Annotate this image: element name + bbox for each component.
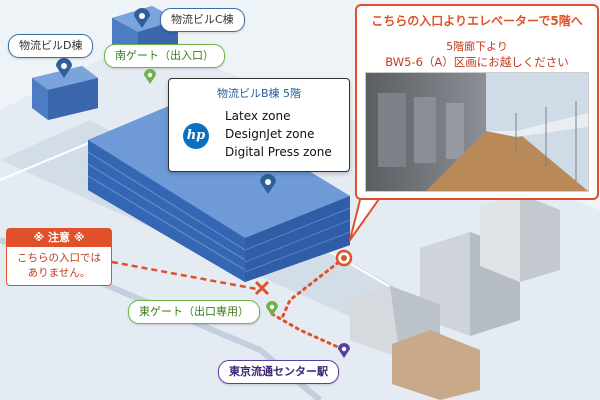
- entrance-callout: こちらの入口よりエレベーターで5階へ 5階廊下より BW5-6（A）区画にお越し…: [355, 4, 599, 200]
- map-pin-icon: [338, 343, 350, 358]
- map-pin-icon: [144, 69, 156, 84]
- floor-info-box: 物流ビルB棟 5階 hp Latex zone DesignJet zone D…: [168, 78, 350, 172]
- east-gate-label: 東ゲート（出口専用）: [128, 300, 260, 324]
- building-d: [32, 66, 98, 120]
- route-line-upper: [280, 256, 346, 320]
- hp-logo-icon: hp: [183, 123, 209, 149]
- notice-line-1: こちらの入口では: [17, 252, 101, 264]
- map-pin-icon: [134, 8, 150, 28]
- zone-item: Latex zone: [225, 109, 291, 123]
- building-b: [87, 98, 351, 282]
- building-c-label: 物流ビルC棟: [160, 8, 245, 32]
- building-d-label: 物流ビルD棟: [8, 34, 94, 58]
- map-pin-icon: [266, 301, 278, 316]
- callout-line-1: 5階廊下より: [446, 40, 508, 53]
- floor-info-title: 物流ビルB棟 5階: [216, 87, 302, 100]
- map-pin-icon: [260, 174, 276, 194]
- corridor-photo: [365, 72, 589, 192]
- x-mark-icon: [254, 280, 270, 296]
- zone-item: Digital Press zone: [225, 145, 332, 159]
- station-label: 東京流通センター駅: [218, 360, 339, 384]
- grey-buildings: [350, 194, 560, 400]
- callout-line-2: BW5-6（A）区画にお越しください: [385, 55, 569, 69]
- callout-heading: こちらの入口よりエレベーターで5階へ: [371, 14, 583, 28]
- entrance-target-icon: [335, 249, 353, 267]
- zone-list: Latex zone DesignJet zone Digital Press …: [225, 107, 332, 161]
- south-gate-label: 南ゲート（出入口）: [104, 44, 225, 68]
- zone-item: DesignJet zone: [225, 127, 315, 141]
- notice-heading: ※ 注意 ※: [7, 229, 111, 247]
- warning-notice: ※ 注意 ※ こちらの入口では ありません。: [6, 228, 112, 286]
- map-pin-icon: [56, 58, 72, 78]
- warning-line: [111, 260, 263, 292]
- notice-line-2: ありません。: [27, 267, 91, 279]
